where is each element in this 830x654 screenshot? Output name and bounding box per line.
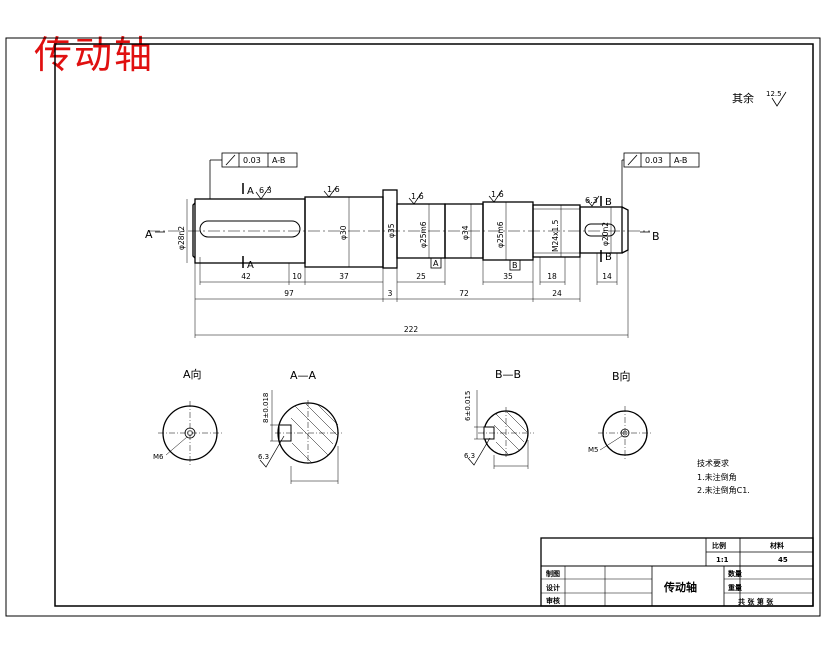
svg-text:1:1: 1:1 bbox=[716, 556, 729, 564]
svg-text:M24x1.5: M24x1.5 bbox=[551, 219, 560, 252]
outer-border bbox=[5, 37, 821, 617]
roughness-marks bbox=[255, 185, 600, 207]
svg-text:B: B bbox=[652, 230, 660, 243]
svg-text:φ20n2: φ20n2 bbox=[601, 222, 610, 246]
svg-text:B: B bbox=[512, 261, 518, 270]
svg-text:8±0.018: 8±0.018 bbox=[262, 393, 270, 423]
svg-text:6±0.015: 6±0.015 bbox=[464, 391, 472, 421]
svg-text:6.3: 6.3 bbox=[258, 453, 269, 461]
aa-hatch bbox=[290, 403, 339, 464]
svg-text:B—B: B—B bbox=[495, 368, 521, 381]
svg-text:φ28n2: φ28n2 bbox=[177, 226, 186, 250]
svg-text:1.未注倒角: 1.未注倒角 bbox=[697, 472, 737, 482]
svg-text:6.3: 6.3 bbox=[464, 452, 475, 460]
svg-text:1.6: 1.6 bbox=[411, 192, 424, 201]
svg-text:设计: 设计 bbox=[546, 583, 560, 592]
diameter-labels: φ28n2 φ30 φ35 φ25m6 φ34 φ25m6 M24x1.5 φ2… bbox=[177, 219, 610, 252]
datum-boxes: A B bbox=[430, 257, 521, 271]
svg-text:比例: 比例 bbox=[712, 541, 726, 550]
bb-section-view bbox=[467, 390, 534, 469]
svg-text:数量: 数量 bbox=[728, 569, 742, 578]
svg-text:共 张 第 张: 共 张 第 张 bbox=[738, 597, 774, 606]
svg-text:技术要求: 技术要求 bbox=[697, 458, 729, 468]
aa-section-view bbox=[259, 390, 342, 484]
view-labels: A向 A—A B—B B向 bbox=[183, 367, 631, 383]
svg-text:1.6: 1.6 bbox=[491, 190, 504, 199]
svg-text:18: 18 bbox=[547, 272, 557, 281]
title-block bbox=[540, 537, 814, 607]
svg-text:φ25m6: φ25m6 bbox=[419, 221, 428, 248]
svg-text:A-B: A-B bbox=[272, 156, 285, 165]
svg-text:A: A bbox=[247, 260, 254, 271]
tolerance-frame-left: 0.03 A-B bbox=[209, 152, 298, 199]
svg-text:2.未注倒角C1.: 2.未注倒角C1. bbox=[697, 485, 750, 495]
svg-text:φ34: φ34 bbox=[461, 225, 470, 240]
svg-text:A向: A向 bbox=[183, 367, 202, 381]
svg-text:A—A: A—A bbox=[290, 369, 317, 382]
bb-hatch bbox=[493, 411, 528, 455]
svg-text:M6: M6 bbox=[153, 453, 164, 461]
svg-text:制图: 制图 bbox=[546, 569, 560, 578]
svg-text:A: A bbox=[247, 186, 254, 197]
tolerance-frame-right: 0.03 A-B bbox=[621, 152, 700, 207]
svg-text:A: A bbox=[433, 259, 439, 268]
svg-text:97: 97 bbox=[284, 289, 294, 298]
svg-text:222: 222 bbox=[404, 325, 419, 334]
svg-text:35: 35 bbox=[503, 272, 513, 281]
drawing-title: 传动轴 bbox=[34, 33, 155, 77]
shaft-outline bbox=[192, 189, 629, 269]
technical-notes: 技术要求 1.未注倒角 2.未注倒角C1. bbox=[697, 458, 750, 495]
svg-text:24: 24 bbox=[552, 289, 562, 298]
svg-text:0.03: 0.03 bbox=[645, 156, 663, 165]
inner-border bbox=[54, 43, 814, 607]
svg-text:0.03: 0.03 bbox=[243, 156, 261, 165]
a-direction-view bbox=[158, 401, 222, 465]
svg-text:1.6: 1.6 bbox=[327, 185, 340, 194]
b-direction-view bbox=[598, 406, 652, 460]
svg-text:6.3: 6.3 bbox=[259, 186, 272, 195]
svg-text:φ30: φ30 bbox=[339, 225, 348, 240]
svg-text:M5: M5 bbox=[588, 446, 599, 454]
keyway-right bbox=[584, 223, 616, 237]
svg-text:42: 42 bbox=[241, 272, 251, 281]
surface-rest-note: 其余 12.5 bbox=[732, 90, 787, 107]
length-dimensions bbox=[194, 250, 629, 338]
svg-text:3: 3 bbox=[388, 289, 393, 298]
svg-text:A: A bbox=[145, 228, 153, 241]
svg-text:6.3: 6.3 bbox=[585, 196, 598, 205]
svg-text:72: 72 bbox=[459, 289, 469, 298]
svg-text:37: 37 bbox=[339, 272, 349, 281]
svg-text:12.5: 12.5 bbox=[766, 90, 782, 98]
keyway-left bbox=[199, 220, 301, 238]
svg-text:φ35: φ35 bbox=[387, 223, 396, 238]
svg-text:A-B: A-B bbox=[674, 156, 687, 165]
svg-text:材料: 材料 bbox=[769, 541, 784, 550]
svg-text:45: 45 bbox=[778, 556, 788, 564]
svg-text:10: 10 bbox=[292, 272, 302, 281]
svg-text:B: B bbox=[605, 252, 612, 263]
svg-text:25: 25 bbox=[416, 272, 426, 281]
title-block-name: 传动轴 bbox=[663, 580, 697, 594]
svg-text:重量: 重量 bbox=[728, 583, 742, 592]
svg-text:审核: 审核 bbox=[546, 596, 560, 605]
svg-text:B向: B向 bbox=[612, 369, 631, 383]
svg-text:φ25m6: φ25m6 bbox=[496, 221, 505, 248]
svg-text:B: B bbox=[605, 197, 612, 208]
section-markers: A A B B A B bbox=[145, 183, 660, 271]
svg-text:其余: 其余 bbox=[732, 91, 754, 105]
svg-text:14: 14 bbox=[602, 272, 612, 281]
